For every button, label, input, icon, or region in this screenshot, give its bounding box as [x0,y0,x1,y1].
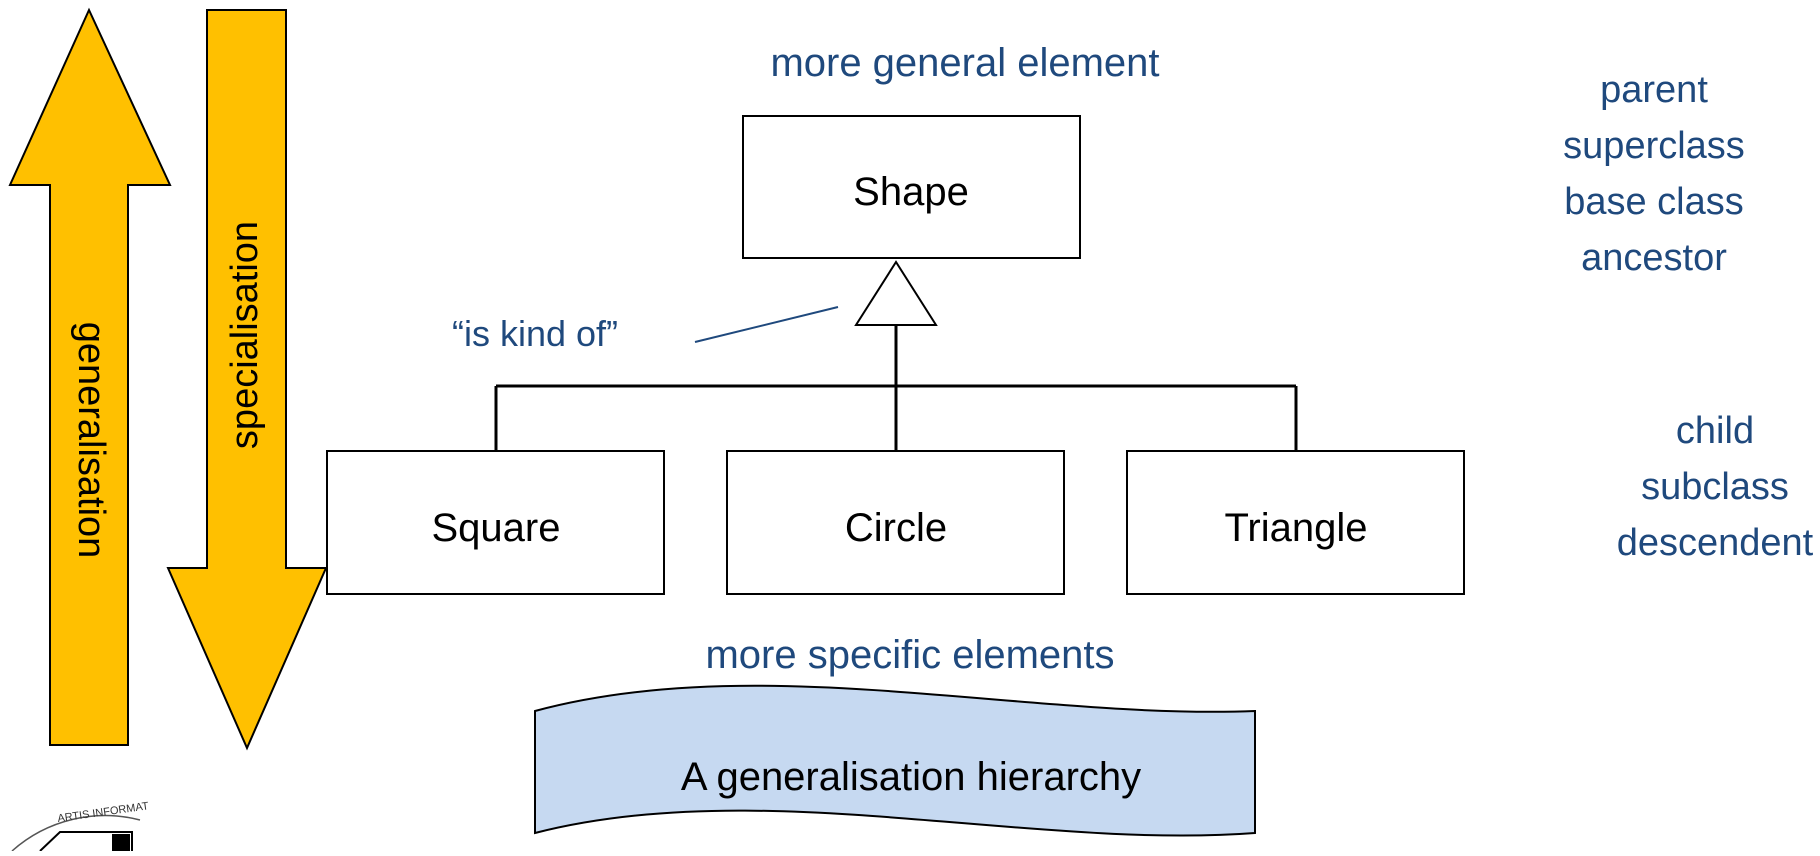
child-term: subclass [1641,466,1789,508]
child-class-name-triangle: Triangle [1224,506,1367,550]
generalisation-arrow [8,7,172,746]
child-class-box-square [326,450,665,595]
parent-class-box [742,115,1081,259]
child-class-box-triangle [1126,450,1465,595]
hierarchy-connectors [494,325,1298,451]
child-class-name-circle: Circle [845,506,947,550]
parent-term: base class [1564,181,1744,223]
generalisation-label: generalisation [70,322,112,559]
child-class-box-circle [726,450,1065,595]
parent-term: ancestor [1581,237,1727,279]
more-general-label: more general element [770,41,1159,85]
parent-term: parent [1600,69,1708,111]
specialisation-arrow [166,9,328,751]
caption-banner [534,684,1256,837]
child-term: descendent [1617,522,1814,564]
parent-terms: parent superclass base class ancestor [1563,69,1745,279]
seal-text: ARTIS INFORMAT [57,800,150,825]
more-specific-label: more specific elements [705,633,1114,677]
child-terms: child subclass descendent [1617,410,1814,564]
university-seal-icon: ARTIS INFORMAT [11,800,150,852]
specialisation-label: specialisation [224,221,266,449]
is-kind-of-pointer [694,306,839,343]
child-class-name-square: Square [432,506,561,550]
caption-text: A generalisation hierarchy [681,755,1141,799]
generalisation-triangle-icon [854,260,938,326]
parent-class-name: Shape [853,170,969,214]
parent-term: superclass [1563,125,1745,167]
child-term: child [1676,410,1754,452]
is-kind-of-label: “is kind of” [452,313,618,354]
